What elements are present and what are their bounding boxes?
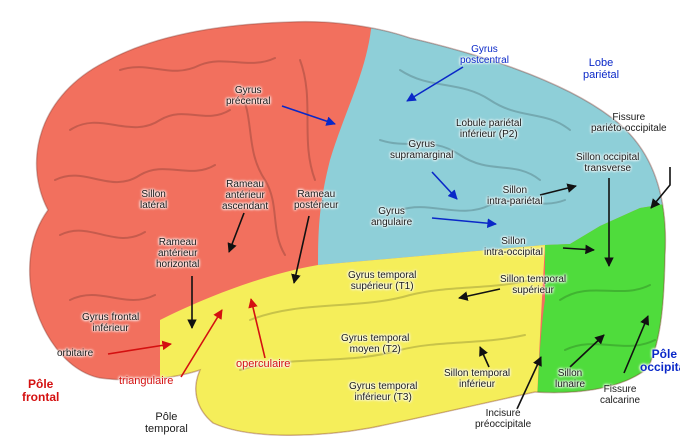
label-sillon-occipital-transverse: Sillon occipital transverse	[576, 152, 639, 174]
label-rameau-anterieur-horizontal: Rameau antérieur horizontal	[156, 237, 199, 270]
label-sillon-lunaire: Sillon lunaire	[555, 368, 585, 390]
label-gyrus-frontal-inferieur: Gyrus frontal inférieur	[82, 312, 139, 334]
label-gyrus-precentral: Gyrus précentral	[226, 85, 270, 107]
label-sillon-intra-occipital: Sillon intra-occipital	[484, 236, 543, 258]
label-gyrus-temporal-moyen: Gyrus temporal moyen (T2)	[341, 333, 409, 355]
label-pole-temporal: Pôle temporal	[145, 411, 188, 435]
label-gyrus-angulaire: Gyrus angulaire	[371, 206, 412, 228]
label-orbitaire: orbitaire	[57, 348, 93, 359]
label-operculaire: operculaire	[236, 359, 290, 370]
label-pole-frontal: Pôle frontal	[22, 378, 59, 404]
label-rameau-anterieur-ascendant: Rameau antérieur ascendant	[222, 179, 268, 212]
label-sillon-temporal-inferieur: Sillon temporal inférieur	[444, 368, 510, 390]
label-sillon-intra-parietal: Sillon intra-pariétal	[487, 185, 543, 207]
label-lobule-parietal-inferieur: Lobule pariétal inférieur (P2)	[456, 118, 522, 140]
label-gyrus-postcentral: Gyrus postcentral	[460, 44, 509, 66]
label-pole-occipital: Pôle occipital	[640, 348, 680, 374]
label-fissure-parieto-occipitale: Fissure pariéto-occipitale	[591, 112, 667, 134]
label-gyrus-supramarginal: Gyrus supramarginal	[390, 139, 453, 161]
label-sillon-lateral: Sillon latéral	[140, 189, 167, 211]
label-incisure-preoccipitale: Incisure préoccipitale	[475, 408, 531, 430]
label-fissure-calcarine: Fissure calcarine	[600, 384, 640, 406]
label-sillon-temporal-superieur: Sillon temporal supérieur	[500, 274, 566, 296]
label-gyrus-temporal-superieur: Gyrus temporal supérieur (T1)	[348, 270, 416, 292]
label-triangulaire: triangulaire	[119, 376, 173, 387]
label-rameau-posterieur: Rameau postérieur	[294, 189, 338, 211]
label-lobe-parietal: Lobe pariétal	[583, 57, 619, 81]
label-gyrus-temporal-inferieur: Gyrus temporal inférieur (T3)	[349, 381, 417, 403]
